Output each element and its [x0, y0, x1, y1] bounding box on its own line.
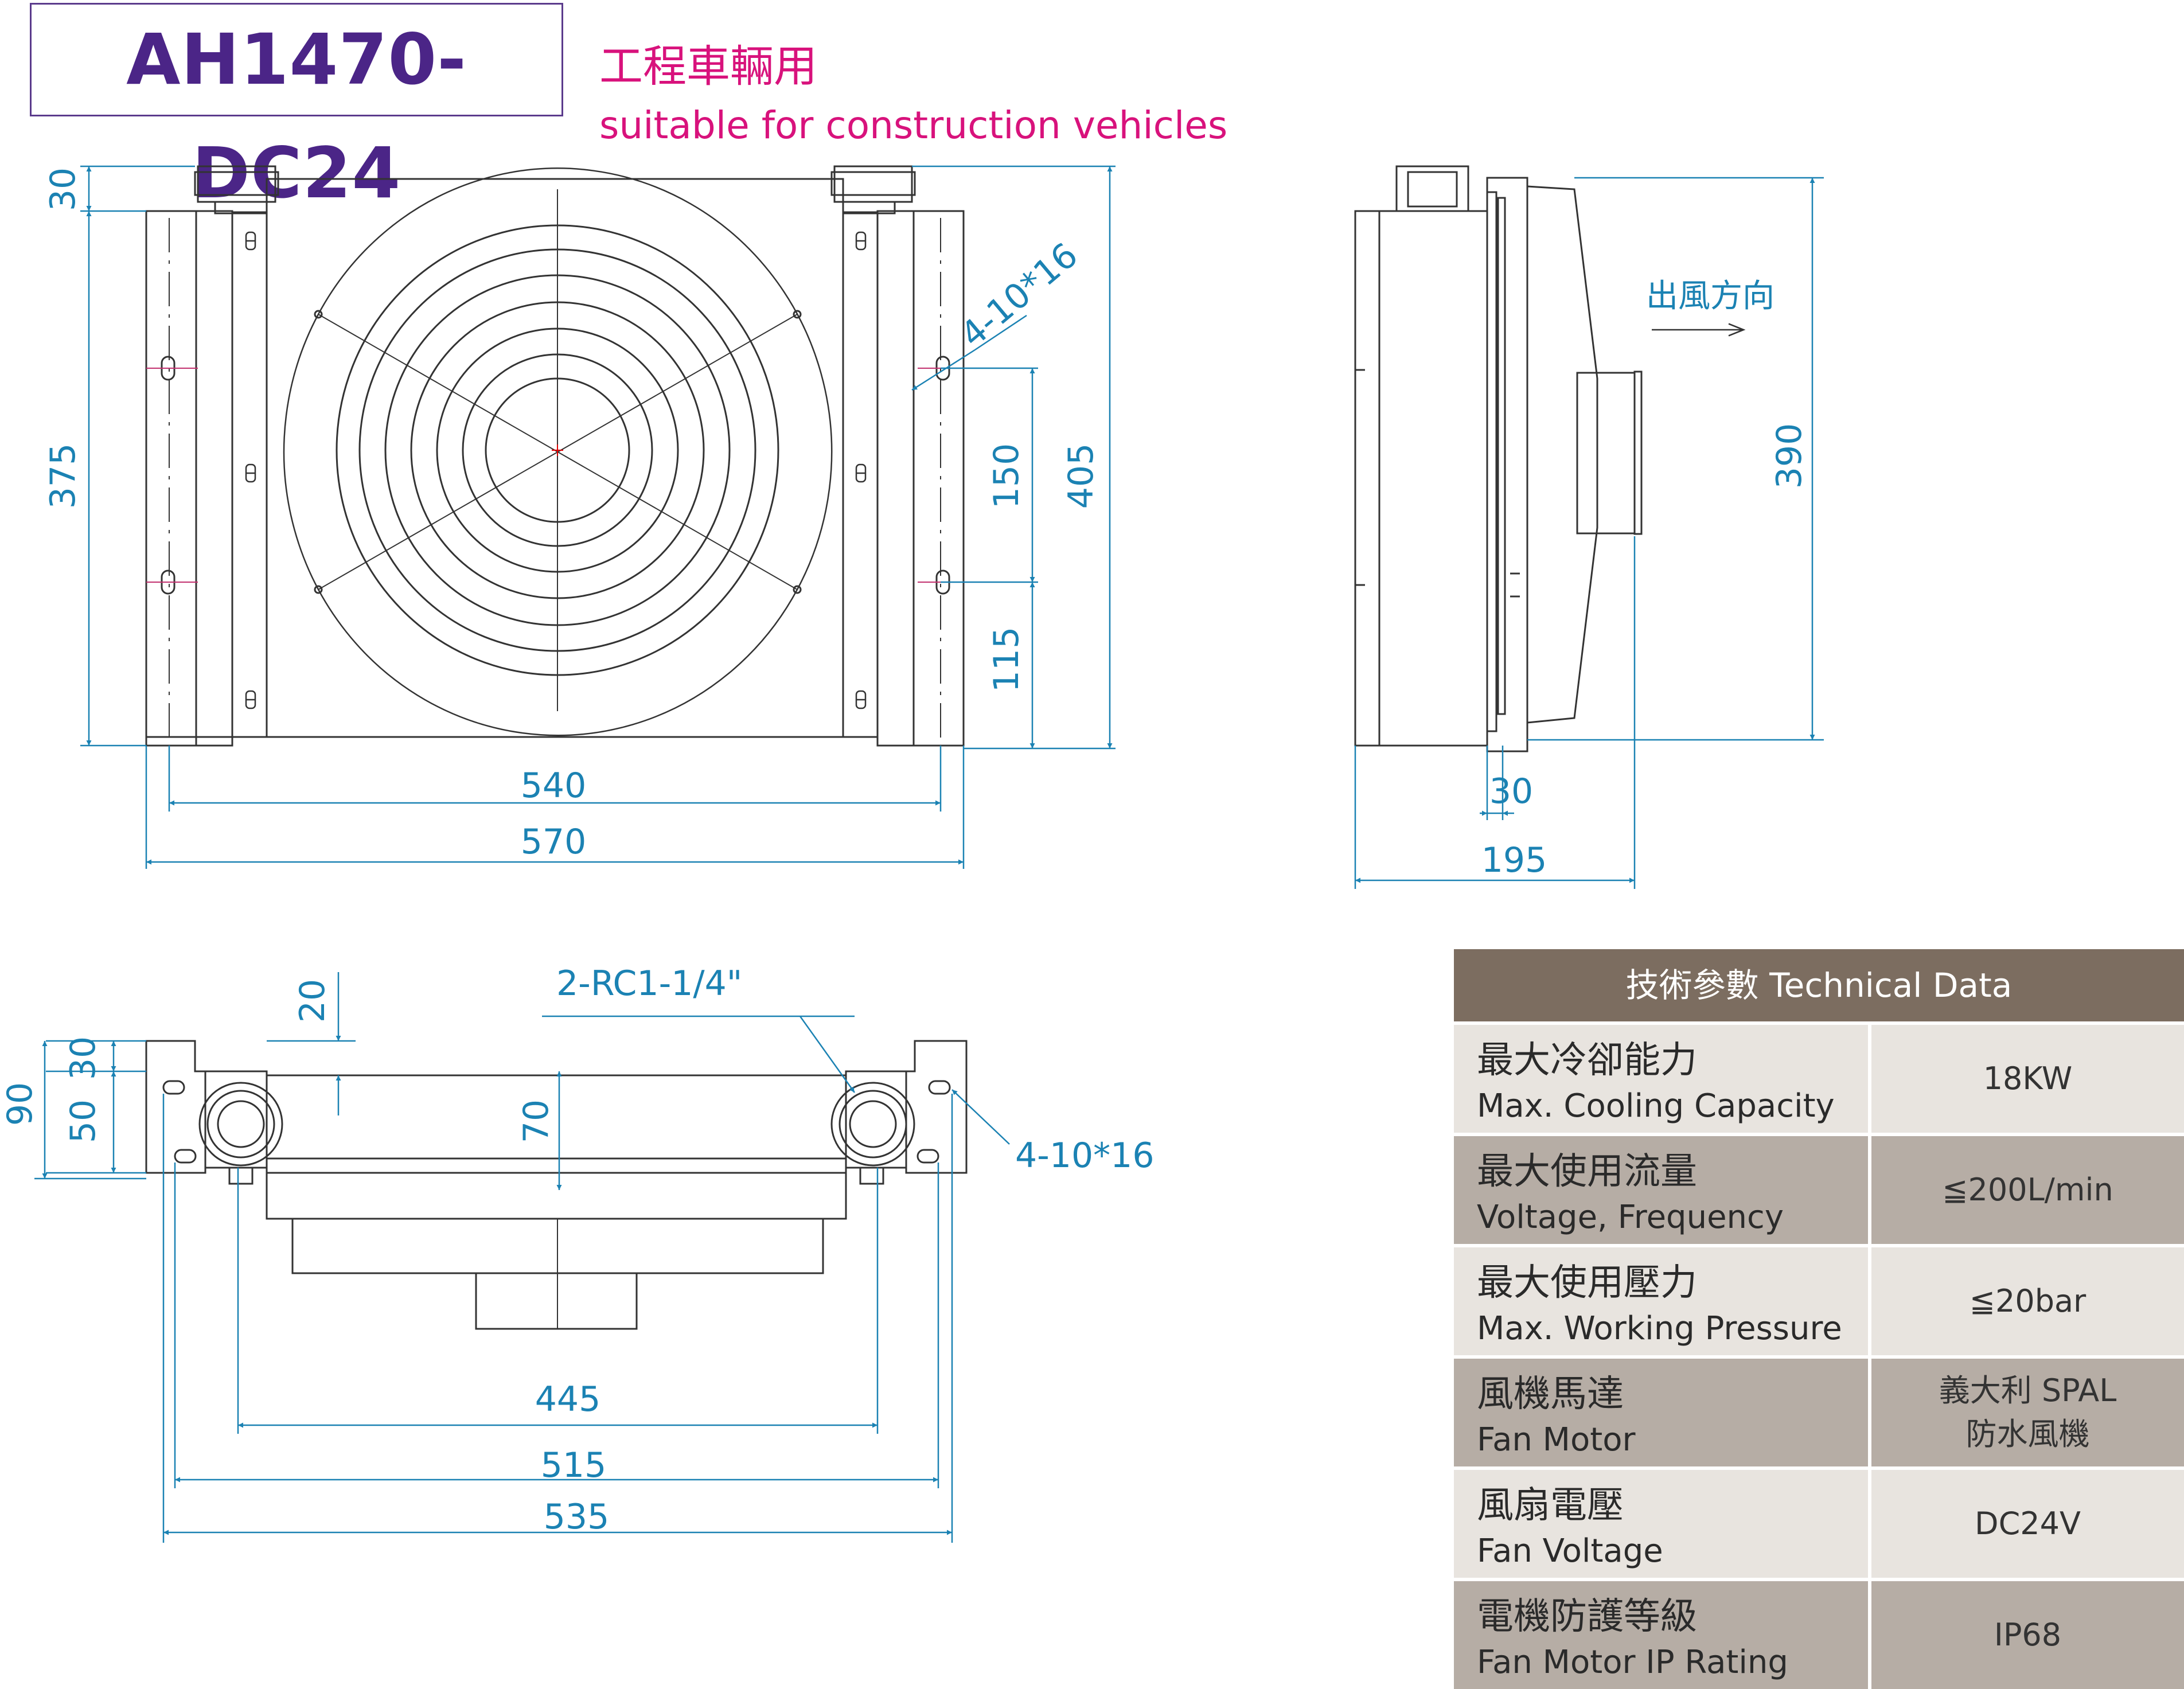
row-value: 18KW — [1871, 1025, 2184, 1133]
label-chinese: 風扇電壓 — [1477, 1484, 1624, 1527]
label-english: Fan Voltage — [1477, 1532, 1663, 1570]
dim-top-30: 30 — [43, 167, 83, 211]
row-label: 最大使用流量 Voltage, Frequency — [1454, 1136, 1868, 1244]
dim-90: 90 — [0, 1082, 40, 1126]
table-row-fan-motor: 風機馬達 Fan Motor 義大利 SPAL 防水風機 — [1454, 1359, 2184, 1466]
port-label-2-rc1-1-4: 2-RC1-1/4" — [556, 964, 742, 1004]
front-view — [145, 165, 965, 747]
subtitle-chinese: 工程車輛用 — [599, 41, 817, 92]
row-label: 風扇電壓 Fan Voltage — [1454, 1470, 1868, 1578]
dim-depth-30: 30 — [1489, 771, 1533, 812]
row-label: 最大使用壓力 Max. Working Pressure — [1454, 1247, 1868, 1355]
table-title: 技術參數 Technical Data — [1454, 949, 2184, 1021]
row-label: 電機防護等級 Fan Motor IP Rating — [1454, 1581, 1868, 1689]
dim-depth-195: 195 — [1481, 840, 1547, 880]
value-line-2: 防水風機 — [1965, 1416, 2090, 1452]
title-frame — [30, 3, 563, 116]
technical-data-table: 技術參數 Technical Data 最大冷卻能力 Max. Cooling … — [1454, 949, 2184, 1689]
front-view-dimensions — [80, 165, 1116, 869]
airflow-direction-label: 出風方向 — [1646, 278, 1774, 315]
row-value: DC24V — [1871, 1470, 2184, 1578]
table-row-ip-rating: 電機防護等級 Fan Motor IP Rating IP68 — [1454, 1581, 2184, 1689]
table-row-fan-voltage: 風扇電壓 Fan Voltage DC24V — [1454, 1470, 2184, 1578]
table-row-cooling-capacity: 最大冷卻能力 Max. Cooling Capacity 18KW — [1454, 1025, 2184, 1133]
dim-150: 150 — [986, 443, 1027, 509]
dim-width-515: 515 — [541, 1445, 607, 1485]
label-english: Fan Motor IP Rating — [1477, 1644, 1788, 1681]
dim-50: 50 — [63, 1099, 103, 1143]
table-row-max-pressure: 最大使用壓力 Max. Working Pressure ≦20bar — [1454, 1247, 2184, 1355]
label-chinese: 最大使用流量 — [1477, 1150, 1697, 1193]
label-english: Voltage, Frequency — [1477, 1199, 1784, 1236]
dim-30-top: 30 — [63, 1036, 103, 1080]
row-label: 最大冷卻能力 Max. Cooling Capacity — [1454, 1025, 1868, 1133]
dim-hole-4-10x16-front: 4-10*16 — [953, 235, 1086, 356]
dim-115: 115 — [986, 627, 1027, 693]
dim-405: 405 — [1061, 443, 1101, 509]
dim-width-540: 540 — [521, 766, 587, 806]
row-value: IP68 — [1871, 1581, 2184, 1689]
dim-width-570: 570 — [521, 822, 587, 862]
top-view — [145, 1040, 968, 1330]
value-line-1: 義大利 SPAL — [1939, 1372, 2117, 1409]
subtitle-english: suitable for construction vehicles — [599, 103, 1228, 147]
label-english: Max. Working Pressure — [1477, 1310, 1842, 1347]
dim-height-375: 375 — [43, 443, 83, 509]
row-value: ≦200L/min — [1871, 1136, 2184, 1244]
row-value: ≦20bar — [1871, 1247, 2184, 1355]
table-row-max-flow: 最大使用流量 Voltage, Frequency ≦200L/min — [1454, 1136, 2184, 1244]
label-english: Fan Motor — [1477, 1421, 1636, 1458]
top-view-dimensions — [34, 972, 1010, 1543]
model-title: AH1470-DC24 — [126, 19, 467, 214]
row-value: 義大利 SPAL 防水風機 — [1871, 1359, 2184, 1466]
dim-height-390: 390 — [1769, 423, 1809, 489]
dim-width-535: 535 — [544, 1497, 610, 1537]
side-view — [1354, 165, 1746, 752]
label-chinese: 風機馬達 — [1477, 1373, 1624, 1415]
side-view-dimensions — [1354, 177, 1824, 889]
label-chinese: 最大冷卻能力 — [1477, 1039, 1697, 1082]
label-chinese: 最大使用壓力 — [1477, 1262, 1697, 1304]
dim-70: 70 — [516, 1099, 556, 1143]
label-chinese: 電機防護等級 — [1477, 1596, 1697, 1638]
dim-hole-4-10x16-top: 4-10*16 — [1015, 1136, 1155, 1176]
label-english: Max. Cooling Capacity — [1477, 1087, 1835, 1125]
row-label: 風機馬達 Fan Motor — [1454, 1359, 1868, 1466]
dim-width-445: 445 — [535, 1379, 601, 1419]
dim-20: 20 — [292, 979, 333, 1023]
